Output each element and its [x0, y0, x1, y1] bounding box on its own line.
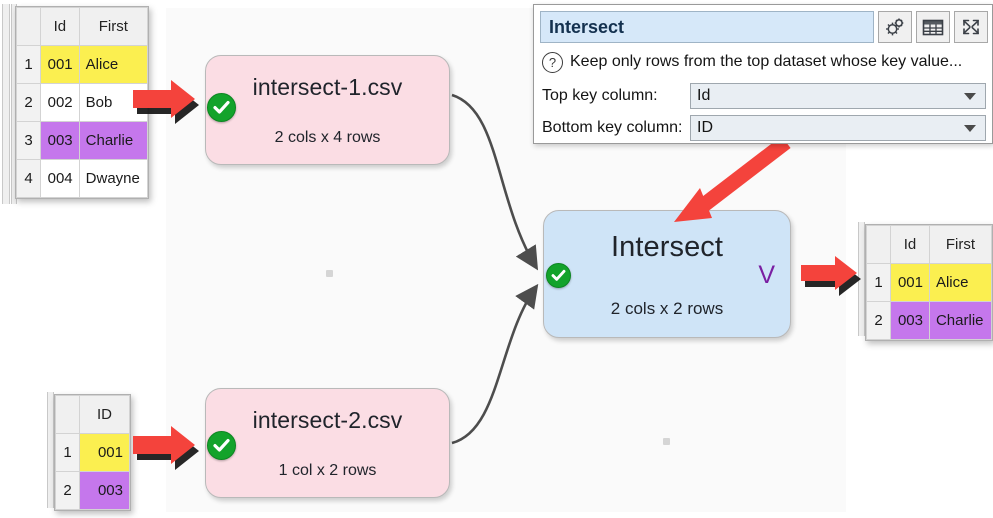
- cell-id[interactable]: 001: [79, 433, 130, 472]
- table-left-rail: [2, 4, 10, 204]
- table-row[interactable]: 2 002 Bob: [16, 83, 149, 122]
- row-number: 3: [16, 121, 41, 160]
- bottom-key-column-label: Bottom key column:: [542, 119, 683, 136]
- column-header-first[interactable]: First: [78, 7, 149, 46]
- bottom-key-column-value: ID: [697, 119, 713, 136]
- cell-first[interactable]: Charlie: [78, 121, 149, 160]
- cell-id[interactable]: 001: [890, 263, 930, 302]
- operation-name-input[interactable]: Intersect: [540, 11, 874, 43]
- canvas-grid-dot: [663, 438, 670, 445]
- row-number: 1: [55, 433, 80, 472]
- row-number: 1: [866, 263, 891, 302]
- column-header-first[interactable]: First: [928, 225, 993, 264]
- node-subtitle: 2 cols x 4 rows: [274, 129, 381, 146]
- question-mark-icon[interactable]: ?: [542, 51, 563, 73]
- red-arrow-from-intersect: [801, 256, 861, 296]
- table-row[interactable]: 2 003 Charlie: [866, 301, 993, 340]
- cell-id[interactable]: 003: [890, 301, 930, 340]
- row-number: 2: [866, 301, 891, 340]
- cell-id[interactable]: 003: [40, 121, 80, 160]
- cell-id[interactable]: 003: [79, 471, 130, 510]
- output-table[interactable]: Id First 1 001 Alice 2 003 Charlie: [865, 224, 993, 341]
- cell-first[interactable]: Dwayne: [78, 159, 149, 198]
- top-input-table[interactable]: Id First 1 001 Alice 2 002 Bob 3 003 Cha…: [15, 6, 149, 199]
- top-key-column-label: Top key column:: [542, 87, 658, 104]
- table-row[interactable]: 1 001: [55, 433, 130, 472]
- node-collapse-chevron-icon[interactable]: V: [758, 261, 775, 289]
- status-ok-icon: [207, 93, 236, 122]
- chevron-down-icon: [964, 125, 976, 132]
- top-key-column-value: Id: [697, 87, 711, 104]
- table-view-icon[interactable]: [916, 11, 950, 43]
- node-title: Intersect: [610, 231, 724, 263]
- chevron-down-icon: [964, 93, 976, 100]
- node-title: intersect-2.csv: [252, 407, 403, 433]
- canvas-grid-dot: [326, 270, 333, 277]
- table-row[interactable]: 1 001 Alice: [866, 263, 993, 302]
- cell-first[interactable]: Charlie: [928, 301, 993, 340]
- table-left-rail: [47, 392, 54, 508]
- row-number: 1: [16, 45, 41, 84]
- status-ok-icon: [546, 263, 571, 288]
- node-title: intersect-1.csv: [252, 74, 403, 100]
- node-intersect-operation[interactable]: Intersect 2 cols x 2 rows V: [543, 210, 791, 338]
- cell-id[interactable]: 004: [40, 159, 80, 198]
- row-number: 2: [55, 471, 80, 510]
- operation-properties-panel[interactable]: Intersect: [533, 4, 993, 144]
- row-number: 2: [16, 83, 41, 122]
- column-header-id[interactable]: Id: [40, 7, 80, 46]
- node-subtitle: 1 col x 2 rows: [278, 462, 377, 479]
- corner-cell: [16, 7, 41, 46]
- settings-gears-icon[interactable]: [878, 11, 912, 43]
- bottom-input-table[interactable]: ID 1 001 2 003: [54, 394, 131, 511]
- table-row[interactable]: 4 004 Dwayne: [16, 159, 149, 198]
- table-header-row: Id First: [16, 7, 149, 46]
- corner-cell: [866, 225, 891, 264]
- table-row[interactable]: 1 001 Alice: [16, 45, 149, 84]
- table-row[interactable]: 2 003: [55, 471, 130, 510]
- panel-help-row: ? Keep only rows from the top dataset wh…: [542, 49, 986, 75]
- status-ok-icon: [207, 431, 236, 460]
- column-header-id[interactable]: Id: [890, 225, 930, 264]
- corner-cell: [55, 395, 80, 434]
- cell-first[interactable]: Alice: [78, 45, 149, 84]
- node-subtitle: 2 cols x 2 rows: [610, 299, 724, 318]
- top-key-column-select[interactable]: Id: [690, 83, 986, 109]
- expand-icon[interactable]: [954, 11, 988, 43]
- table-header-row: ID: [55, 395, 130, 434]
- panel-help-text: Keep only rows from the top dataset whos…: [570, 53, 963, 70]
- red-arrow-to-bottom-node: [133, 426, 199, 470]
- column-header-id[interactable]: ID: [79, 395, 130, 434]
- panel-toolbar-row: Intersect: [540, 11, 988, 43]
- node-intersect-1-csv[interactable]: intersect-1.csv 2 cols x 4 rows: [205, 55, 450, 165]
- red-arrow-to-top-node: [133, 80, 199, 124]
- row-number: 4: [16, 159, 41, 198]
- bottom-key-column-select[interactable]: ID: [690, 115, 986, 141]
- table-row[interactable]: 3 003 Charlie: [16, 121, 149, 160]
- bottom-key-column-row: Bottom key column: ID: [542, 115, 986, 141]
- table-header-row: Id First: [866, 225, 993, 264]
- cell-id[interactable]: 002: [40, 83, 80, 122]
- cell-id[interactable]: 001: [40, 45, 80, 84]
- top-key-column-row: Top key column: Id: [542, 83, 986, 109]
- cell-first[interactable]: Alice: [928, 263, 993, 302]
- node-intersect-2-csv[interactable]: intersect-2.csv 1 col x 2 rows: [205, 388, 450, 498]
- red-arrow-pointer-to-intersect: [674, 138, 791, 222]
